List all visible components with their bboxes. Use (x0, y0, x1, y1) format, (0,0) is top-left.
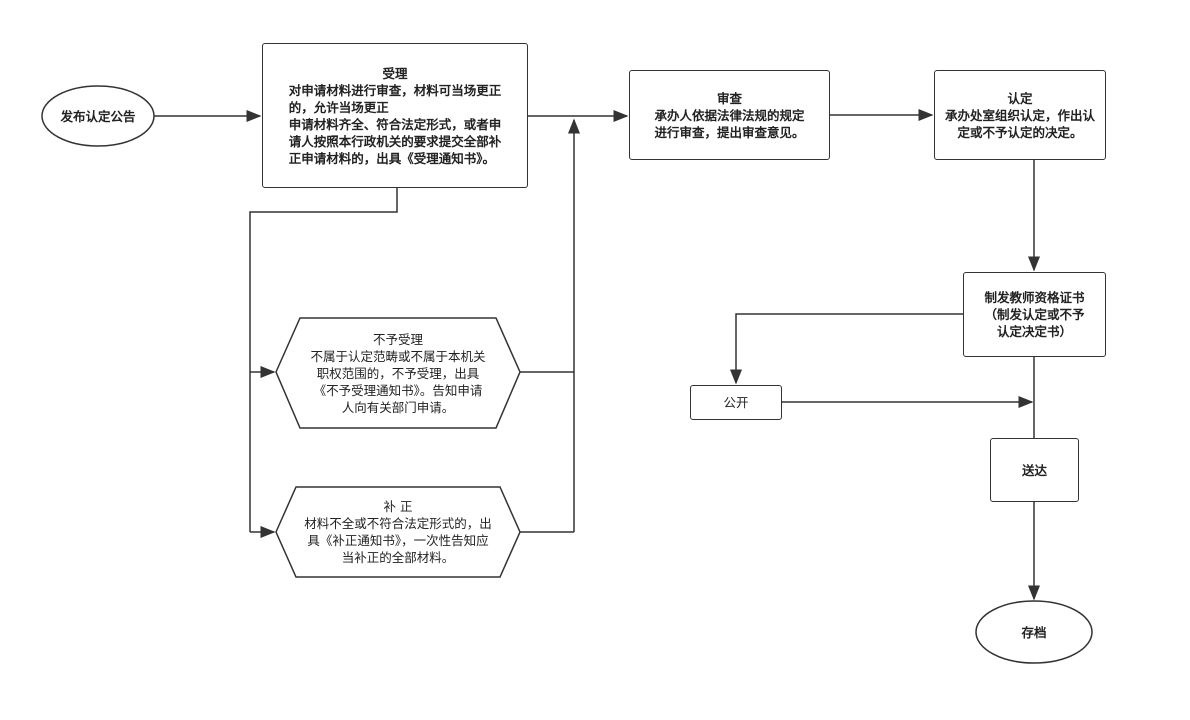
accept-node: 受理 对申请材料进行审查，材料可当场更正 的，允许当场更正 申请材料齐全、符合法… (262, 43, 528, 188)
supplement-body: 材料不全或不符合法定形式的，出 具《补正通知书》，一次性告知应 当补正的全部材料… (304, 516, 492, 565)
deliver-label: 送达 (1021, 462, 1047, 478)
review-title: 审查 (716, 90, 742, 106)
decide-node: 认定 承办处室组织认定，作出认 定或不予认定的决定。 (934, 70, 1106, 160)
issue-body: 制发教师资格证书 （制发认定或不予 认定决定书） (984, 290, 1085, 339)
arrow-issue-publish (730, 313, 963, 385)
review-node: 审查 承办人依据法律法规的规定 进行审查，提出审查意见。 (629, 70, 830, 160)
decide-title: 认定 (1007, 90, 1033, 106)
supplement-title: 补 正 (383, 499, 413, 514)
review-body: 承办人依据法律法规的规定 进行审查，提出审查意见。 (654, 107, 805, 140)
issue-node: 制发教师资格证书 （制发认定或不予 认定决定书） (963, 272, 1106, 357)
accept-title: 受理 (382, 65, 408, 81)
publish-node: 公开 (690, 385, 782, 420)
start-label: 发布认定公告 (60, 108, 136, 124)
supplement-node: 补 正 材料不全或不符合法定形式的，出 具《补正通知书》，一次性告知应 当补正的… (286, 487, 510, 577)
accept-body: 对申请材料进行审查，材料可当场更正 的，允许当场更正 申请材料齐全、符合法定形式… (288, 82, 502, 166)
reject-title: 不予受理 (372, 331, 423, 347)
publish-label: 公开 (723, 395, 749, 410)
reject-node: 不予受理 不属于认定范畴或不属于本机关 职权范围的，不予受理，出具 《不予受理通… (290, 318, 506, 428)
start-node: 发布认定公告 (42, 86, 154, 146)
reject-body: 不属于认定范畴或不属于本机关 职权范围的，不予受理，出具 《不予受理通知书》。告… (310, 348, 486, 415)
deliver-node: 送达 (990, 438, 1079, 502)
decide-body: 承办处室组织认定，作出认 定或不予认定的决定。 (944, 107, 1095, 140)
archive-label: 存档 (1021, 624, 1047, 640)
archive-node: 存档 (976, 601, 1092, 663)
archive-ellipse (975, 600, 1093, 664)
